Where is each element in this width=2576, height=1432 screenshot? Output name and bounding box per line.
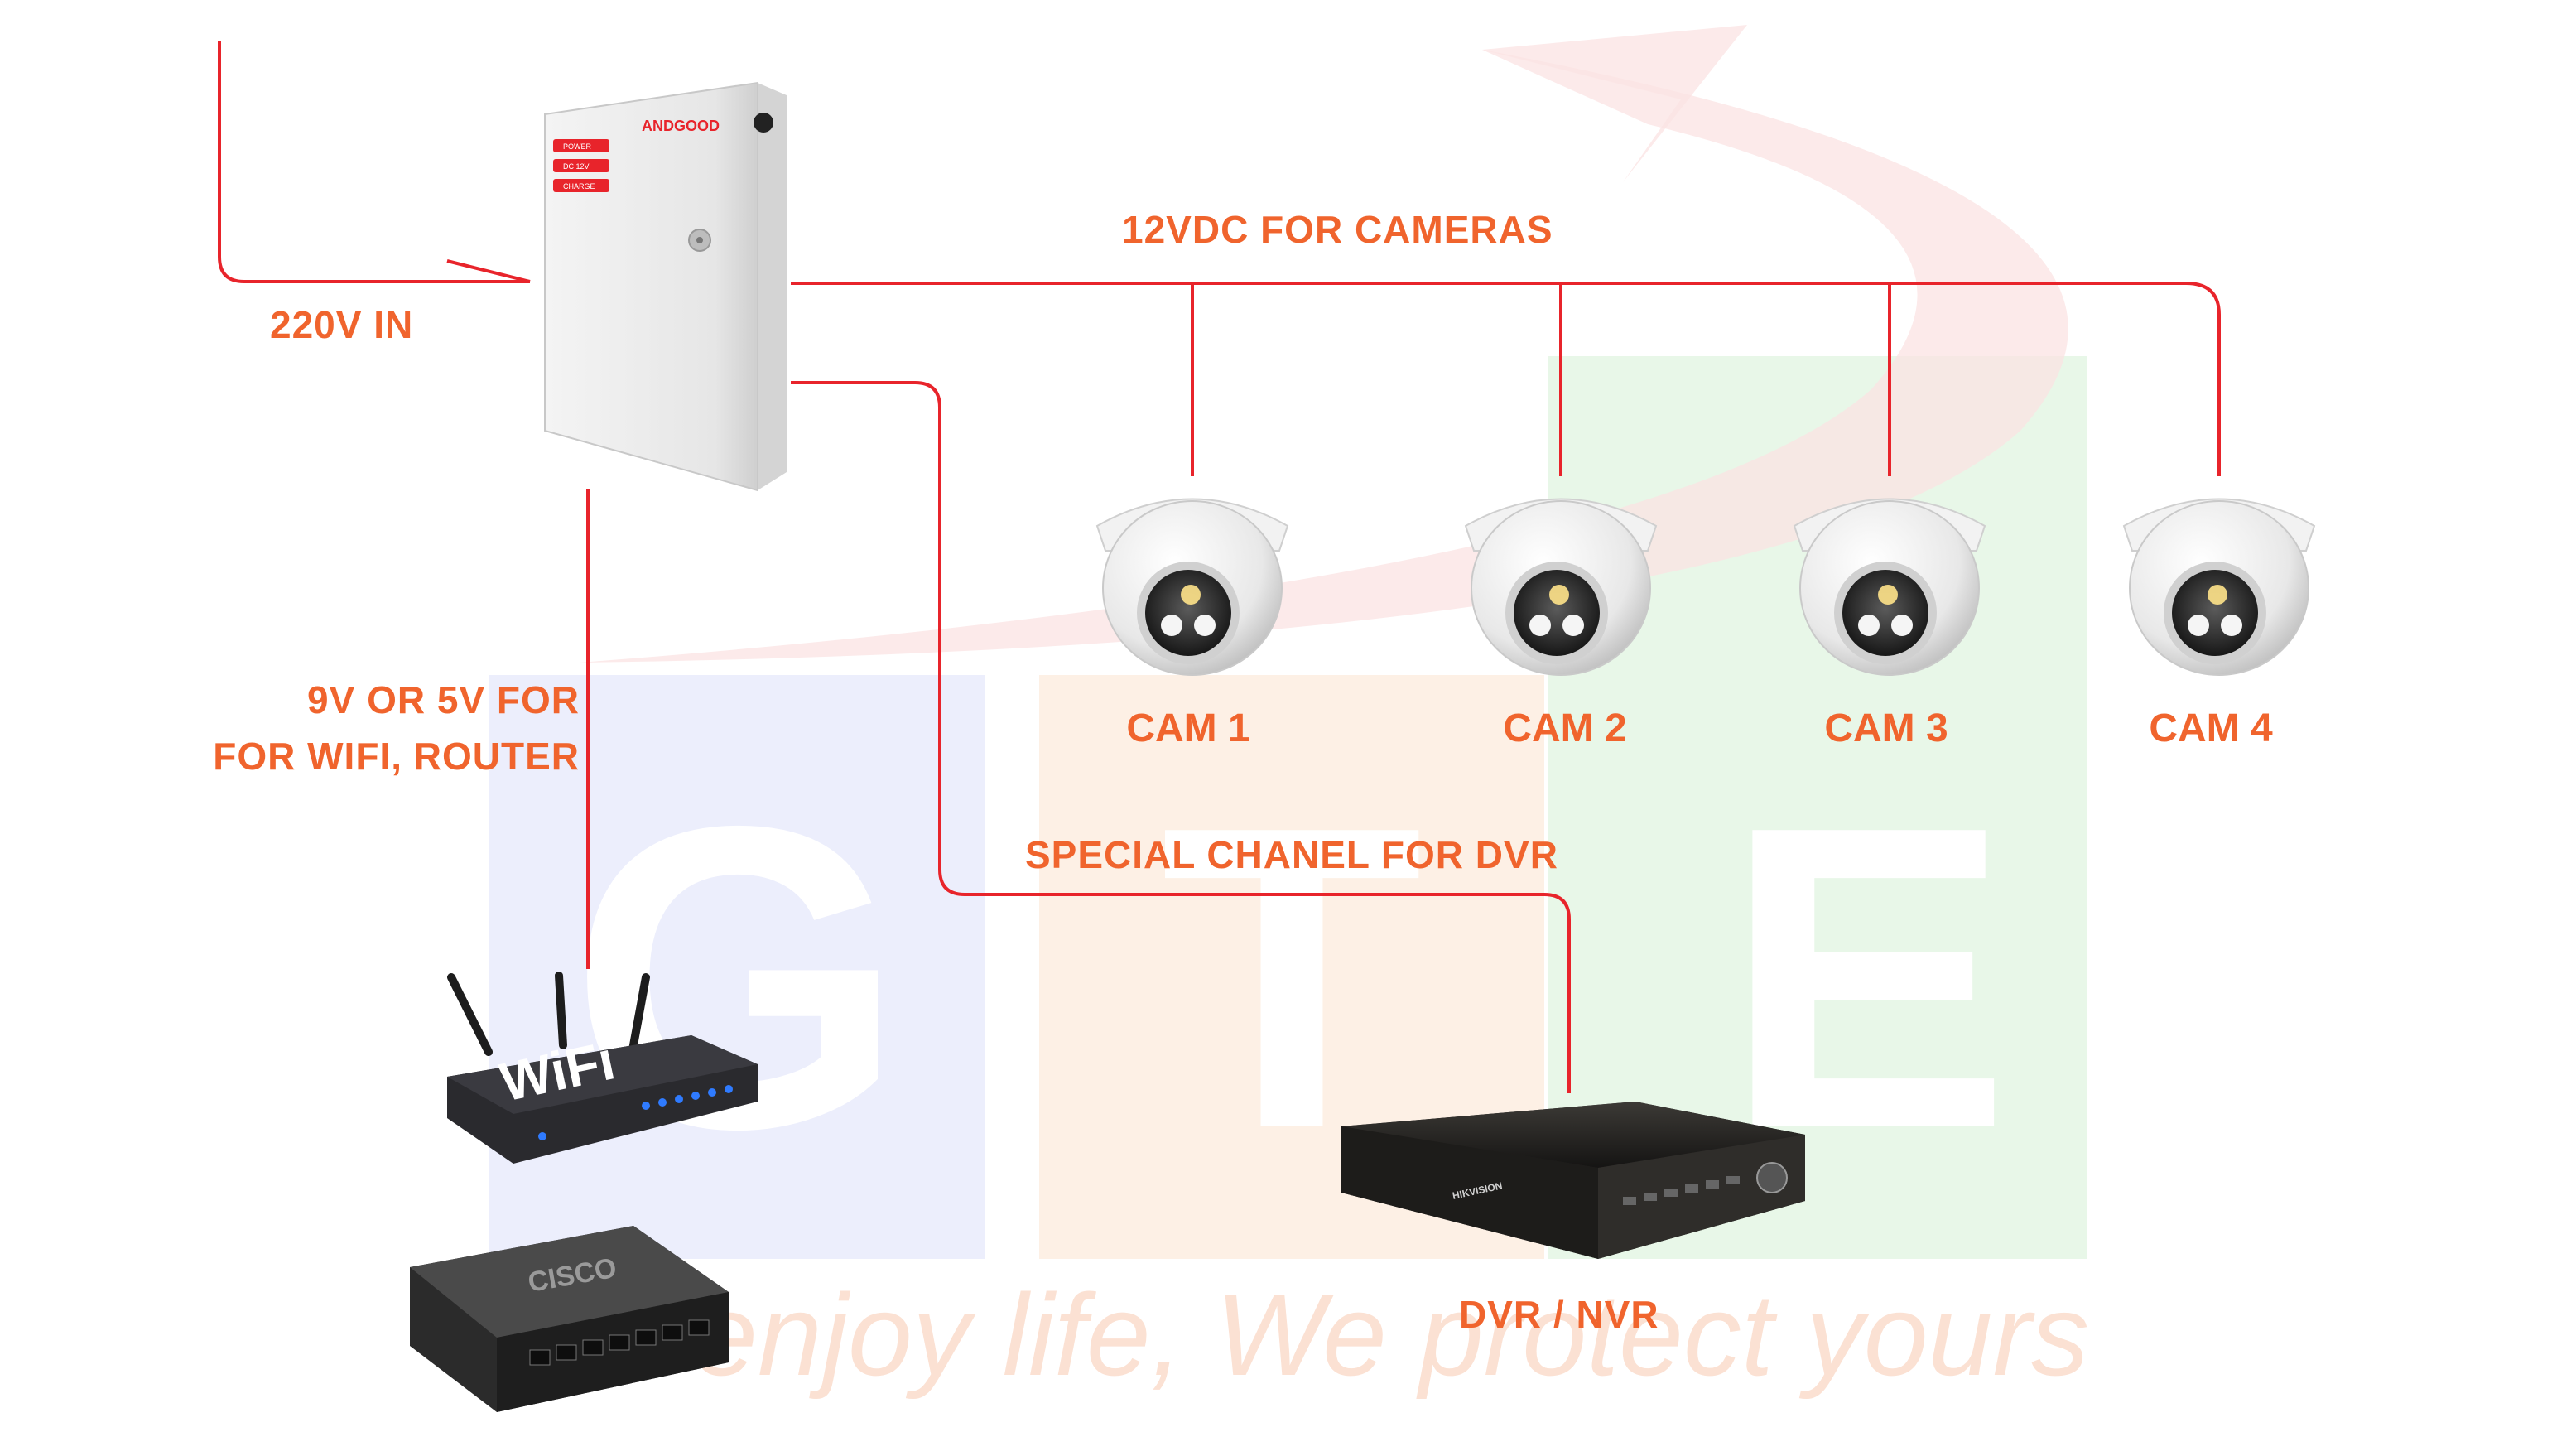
label-router-power-line1: 9V OR 5V FOR xyxy=(307,678,580,721)
watermark-swoosh xyxy=(580,50,2068,663)
power-box-indicator-label-2: CHARGE xyxy=(563,182,595,190)
camera-lens-icon xyxy=(1145,570,1231,656)
dvr-front-buttons xyxy=(1623,1176,1740,1205)
label-220v-in: 220V IN xyxy=(270,303,414,346)
power-supply-box: ANDGOOD POWER DC 12V CHARGE xyxy=(544,81,787,492)
switch-ports xyxy=(529,1319,710,1366)
power-box-fan-icon xyxy=(754,113,773,133)
camera-lens-icon xyxy=(1514,570,1600,656)
camera-label-3: CAM 3 xyxy=(1824,706,1948,750)
router-antenna-left xyxy=(447,973,493,1056)
dome-camera-2 xyxy=(1464,498,1658,676)
camera-lens-icon xyxy=(1842,570,1928,656)
router-status-leds xyxy=(538,1085,733,1140)
dome-camera-3 xyxy=(1793,498,1986,676)
dvr-jog-dial-icon xyxy=(1756,1162,1788,1193)
camera-label-4: CAM 4 xyxy=(2149,706,2273,750)
watermark-swoosh-arrowhead xyxy=(1482,25,1747,182)
label-dvr-channel: SPECIAL CHANEL FOR DVR xyxy=(1025,833,1558,876)
watermark-blue-panel xyxy=(489,675,985,1259)
wire-220v-input xyxy=(218,41,530,283)
router-antenna-middle xyxy=(555,972,567,1049)
camera-label-2: CAM 2 xyxy=(1503,706,1627,750)
dome-camera-1 xyxy=(1095,498,1289,676)
power-box-indicator-power xyxy=(553,139,609,152)
power-box-indicator-label-1: DC 12V xyxy=(563,162,590,171)
wire-220v-arrow xyxy=(446,259,531,283)
power-box-indicator-dc12v xyxy=(553,159,609,172)
watermark: G T E You enjoy life, We protect yours xyxy=(461,25,2089,1400)
label-12vdc-cameras: 12VDC FOR CAMERAS xyxy=(1122,208,1553,251)
power-box-brand: ANDGOOD xyxy=(642,118,720,134)
wires xyxy=(218,41,2221,1093)
label-dvr: DVR / NVR xyxy=(1459,1293,1659,1336)
watermark-letter-g: G xyxy=(570,737,904,1218)
wire-12vdc-bus xyxy=(791,282,2221,476)
label-router-power-line2: FOR WIFI, ROUTER xyxy=(213,735,580,778)
power-box-indicator-charge xyxy=(553,179,609,192)
router-antenna-right xyxy=(629,973,650,1049)
dome-camera-4 xyxy=(2122,498,2316,676)
dvr-recorder: HIKVISION xyxy=(1341,1102,1805,1259)
network-switch: CISCO xyxy=(410,1226,729,1412)
wire-dvr-channel xyxy=(791,381,1571,1093)
power-box-indicator-label-0: POWER xyxy=(563,142,592,151)
camera-lens-icon xyxy=(2172,570,2258,656)
cameras xyxy=(1095,498,2316,676)
wifi-router: WiFi xyxy=(447,972,758,1164)
camera-label-1: CAM 1 xyxy=(1126,706,1250,750)
watermark-slogan: You enjoy life, We protect yours xyxy=(461,1270,2089,1400)
